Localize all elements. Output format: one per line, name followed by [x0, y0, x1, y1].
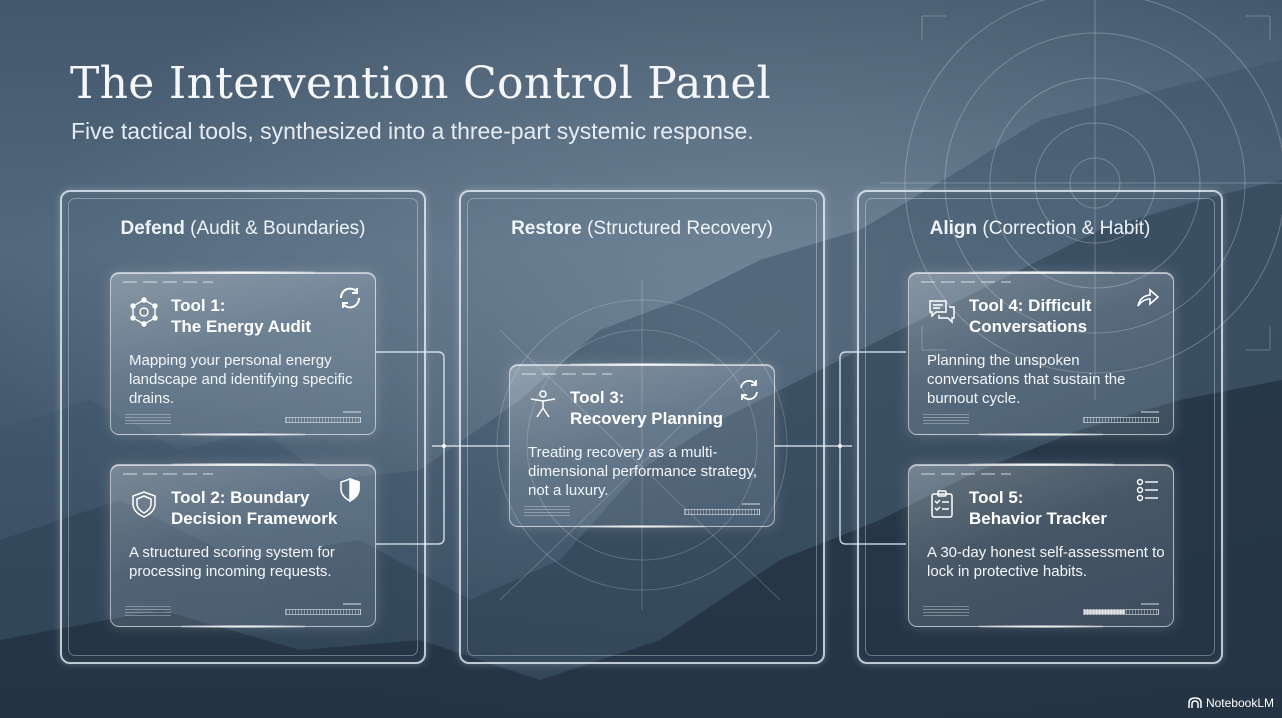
card-title: Tool 5: Behavior Tracker — [969, 488, 1107, 528]
card-title: Tool 1: The Energy Audit — [171, 296, 312, 336]
shield-icon — [132, 491, 156, 518]
card-title: Tool 3: Recovery Planning — [570, 388, 724, 428]
tool-card-energy-audit[interactable]: Tool 1: The Energy Audit Mapping your pe… — [110, 271, 376, 436]
page-subtitle: Five tactical tools, synthesized into a … — [71, 118, 754, 144]
column-heading: Defend (Audit & Boundaries) — [120, 218, 366, 239]
shield-half-icon — [340, 477, 360, 503]
tool-card-behavior-tracker[interactable]: Tool 5: Behavior Tracker A 30-day honest… — [908, 463, 1174, 628]
card-title: Tool 2: Boundary Decision Framework — [171, 488, 338, 528]
column-restore: Restore (Structured Recovery) — [459, 190, 825, 664]
card-description: Treating recovery as a multi-dimensional… — [528, 444, 757, 499]
cycle-arrows-icon — [339, 287, 361, 309]
card-description: A structured scoring system for processi… — [129, 544, 335, 580]
share-arrow-icon — [1137, 288, 1160, 307]
card-title: Tool 4: Difficult Conversations — [969, 296, 1092, 336]
column-heading: Restore (Structured Recovery) — [511, 218, 773, 239]
notebooklm-logo-icon — [1188, 697, 1202, 708]
network-hexagon-icon — [130, 297, 158, 327]
card-description: Planning the unspoken conversations that… — [927, 352, 1126, 407]
tool-card-difficult-conversations[interactable]: Tool 4: Difficult Conversations Planning… — [908, 271, 1174, 436]
progress-bar — [285, 609, 361, 615]
column-align: Align (Correction & Habit) — [857, 190, 1223, 664]
progress-bar — [1083, 609, 1159, 615]
column-defend: Defend (Audit & Boundaries) — [60, 190, 426, 664]
card-description: A 30-day honest self-assessment to lock … — [927, 544, 1165, 580]
progress-bar — [285, 417, 361, 423]
stretching-person-icon — [530, 390, 556, 418]
tool-card-boundary-framework[interactable]: Tool 2: Boundary Decision Framework A st… — [110, 463, 376, 628]
progress-bar — [684, 509, 760, 515]
tool-card-recovery-planning[interactable]: Tool 3: Recovery Planning Treating recov… — [509, 363, 775, 528]
chat-bubbles-icon — [929, 300, 955, 324]
clipboard-check-icon — [931, 490, 953, 518]
refresh-icon — [740, 379, 758, 401]
notebooklm-watermark: NotebookLM — [1188, 696, 1274, 710]
column-heading: Align (Correction & Habit) — [929, 218, 1151, 239]
progress-bar — [1083, 417, 1159, 423]
card-description: Mapping your personal energy landscape a… — [129, 352, 353, 407]
page-title: The Intervention Control Panel — [70, 58, 772, 109]
checklist-icon — [1136, 478, 1158, 502]
